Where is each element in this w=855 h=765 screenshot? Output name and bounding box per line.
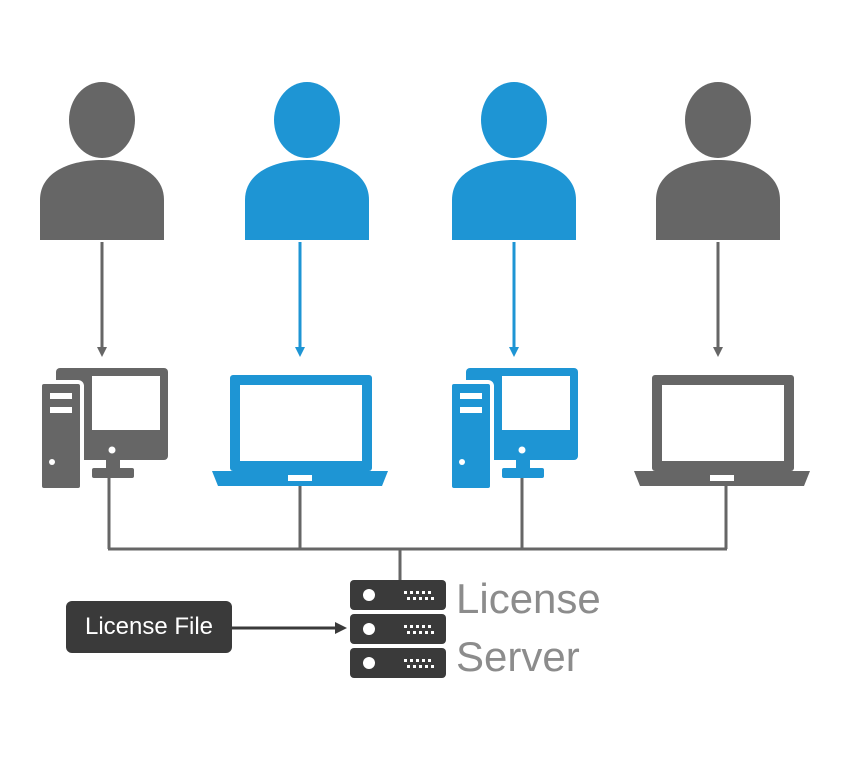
license-file-label: License File (84, 613, 214, 640)
license-file-box: License File (66, 601, 232, 653)
laptop-icon (634, 375, 810, 486)
server-rack-icon (350, 580, 446, 678)
license-server-label-line1: License (456, 575, 601, 622)
user-3-icon (452, 82, 576, 240)
user-2-icon (245, 82, 369, 240)
user-1-icon (40, 82, 164, 240)
network-connection-lines (107, 478, 728, 580)
laptop-icon (212, 375, 388, 486)
user-4-icon (656, 82, 780, 240)
license-server-label-line2: Server (456, 633, 580, 680)
desktop-computer-icon (38, 368, 168, 492)
desktop-computer-icon (448, 368, 578, 492)
